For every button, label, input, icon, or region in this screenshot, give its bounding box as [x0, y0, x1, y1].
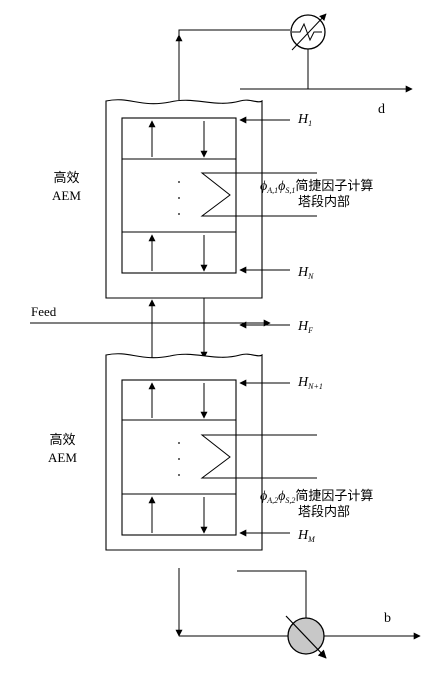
lower-factor-note: ϕA,2ϕS,2简捷因子计算: [260, 489, 374, 505]
upper-factor-note: ϕA,1ϕS,1简捷因子计算: [260, 179, 374, 195]
height-arrows: [239, 116, 290, 537]
reboiler: [285, 615, 327, 659]
height-label-hf: HF: [298, 319, 314, 335]
upper-section-label: 高效 AEM: [52, 171, 81, 203]
lower-factor-note-line2: 塔段内部: [298, 505, 351, 520]
height-label-h1: H1: [298, 112, 313, 128]
bottoms-label: b: [384, 611, 391, 626]
height-label-hn: HN: [298, 265, 314, 281]
height-label-hn1: HN+1: [298, 375, 323, 391]
upper-factor-note-line2: 塔段内部: [298, 195, 351, 210]
condenser: [290, 13, 327, 51]
upper-section: [105, 99, 317, 299]
overhead-vapor-line: [178, 29, 290, 100]
height-label-hm: HM: [298, 528, 315, 544]
feed-label: Feed: [31, 304, 57, 319]
lower-section-label: 高效 AEM: [48, 433, 77, 465]
distillate-label: d: [378, 102, 385, 117]
boilup-line: [237, 570, 307, 619]
lower-section: [105, 353, 317, 551]
